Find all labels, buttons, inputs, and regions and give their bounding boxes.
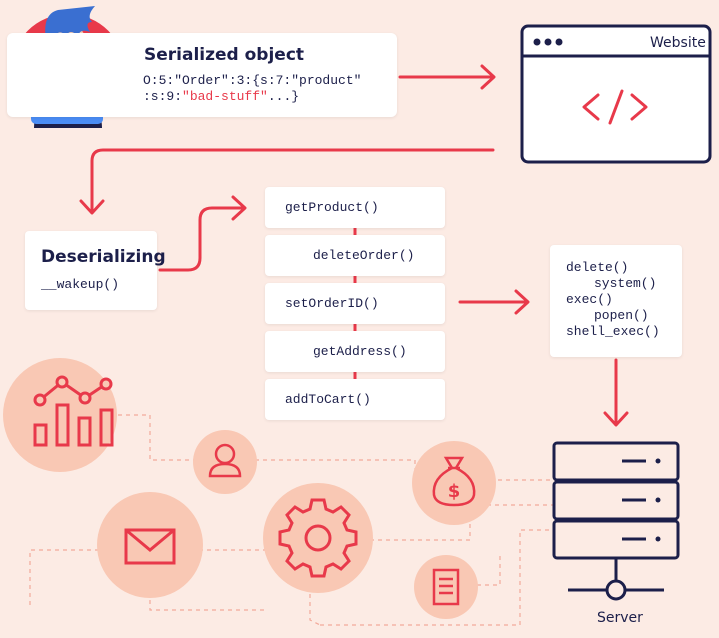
exec-item: delete() xyxy=(566,260,629,275)
dollar-icon: $ xyxy=(448,481,461,502)
exec-item: popen() xyxy=(594,308,649,323)
mail-circle xyxy=(97,492,203,598)
deserializing-card: Deserializing __wakeup() xyxy=(25,231,166,310)
flow-arrows xyxy=(79,64,629,427)
method-add-to-cart: addToCart() xyxy=(265,379,445,420)
money-circle xyxy=(412,441,496,525)
deserializing-title: Deserializing xyxy=(41,247,166,267)
method-get-product: getProduct() xyxy=(265,187,445,228)
website-label: Website xyxy=(650,35,706,51)
serialized-line-1: O:5:"Order":3:{s:7:"product" xyxy=(143,73,362,88)
arrow-website-to-deserializing xyxy=(90,148,495,214)
server-icon xyxy=(552,441,680,601)
mail-icon xyxy=(124,528,176,565)
exec-functions-card: delete() system() exec() popen() shell_e… xyxy=(550,245,682,357)
serialized-object-card: Serialized object O:5:"Order":3:{s:7:"pr… xyxy=(7,33,397,117)
serialized-line-2: :s:9:"bad-stuff"...} xyxy=(143,89,300,104)
serialized-title: Serialized object xyxy=(144,45,305,65)
document-icon xyxy=(432,568,460,606)
chart-icon xyxy=(33,375,114,447)
bad-stuff-value: "bad-stuff" xyxy=(182,89,268,104)
exec-item: shell_exec() xyxy=(566,324,660,339)
method-get-address: getAddress() xyxy=(265,331,445,372)
exec-item: exec() xyxy=(566,292,613,307)
website-window xyxy=(520,24,712,164)
wakeup-method: __wakeup() xyxy=(41,277,120,292)
user-icon xyxy=(208,443,242,478)
exec-item: system() xyxy=(594,276,657,291)
server-label: Server xyxy=(597,610,643,626)
method-set-order-id: setOrderID() xyxy=(265,283,445,324)
method-delete-order: deleteOrder() xyxy=(265,235,445,276)
arrow-deserializing-to-methods xyxy=(158,206,246,272)
money-bag-icon xyxy=(432,456,476,507)
code-icon xyxy=(582,89,648,125)
gear-icon xyxy=(278,498,358,578)
